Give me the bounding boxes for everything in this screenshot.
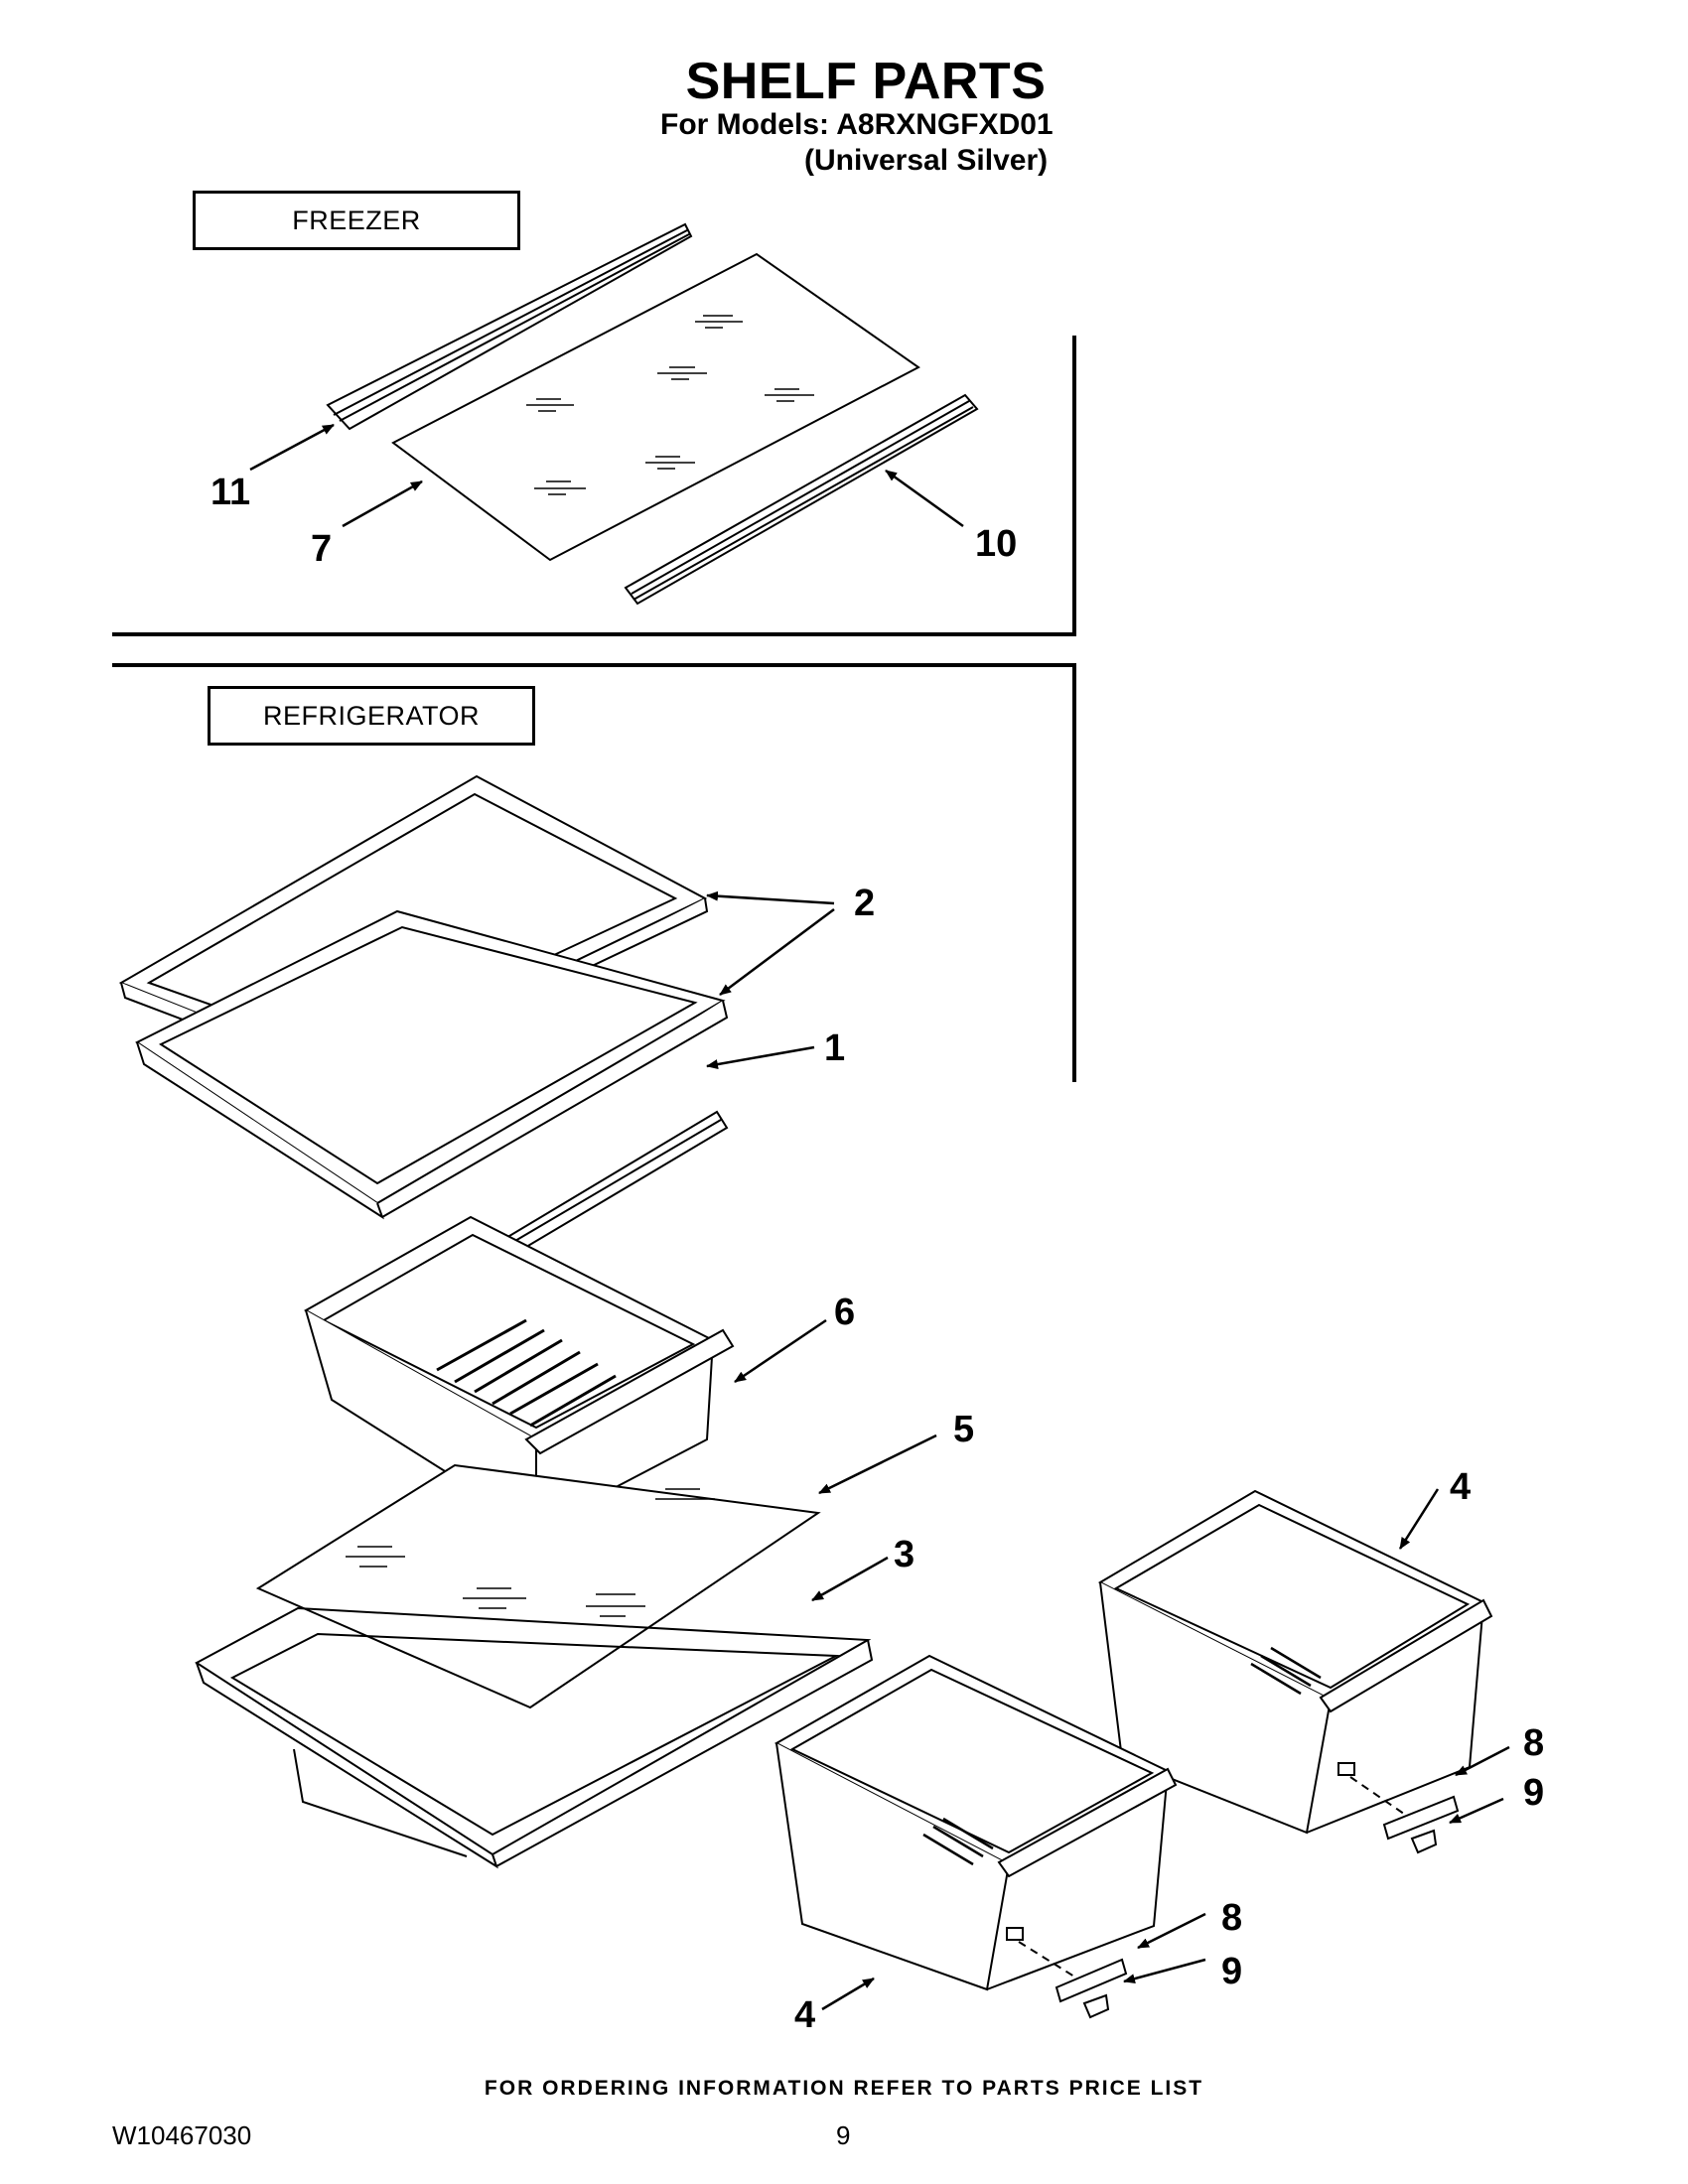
page-number: 9 (836, 2120, 851, 2150)
callout-4-right: 4 (1450, 1466, 1471, 1508)
freezer-front-trim-part-10 (624, 393, 979, 606)
callout-8-left: 8 (1221, 1897, 1242, 1939)
models-line: For Models: A8RXNGFXD01 (660, 108, 1054, 141)
callout-labels: 11 7 10 2 1 6 5 3 4 8 9 8 9 4 (211, 472, 1544, 2036)
freezer-section-frame (112, 336, 1076, 636)
label-holder-left-parts-8-9 (1006, 1927, 1128, 2019)
refrigerator-section-label: REFRIGERATOR (208, 686, 535, 746)
crisper-cover-frame-part-3 (195, 1606, 874, 1869)
callout-4-left: 4 (794, 1994, 815, 2036)
label-holder-right-parts-8-9 (1337, 1762, 1460, 1854)
freezer-section-label: FREEZER (193, 191, 520, 250)
callout-7: 7 (311, 528, 332, 570)
callout-arrows (249, 423, 1510, 2011)
callout-2: 2 (854, 883, 875, 924)
document-number: W10467030 (112, 2120, 252, 2150)
freezer-glass-shelf-part-7 (391, 252, 920, 562)
callout-6: 6 (834, 1292, 855, 1333)
ordering-info-note: FOR ORDERING INFORMATION REFER TO PARTS … (484, 2077, 1204, 2100)
callout-3: 3 (894, 1534, 914, 1575)
callout-5: 5 (953, 1409, 974, 1450)
model-info: For Models: A8RXNGFXD01 (Universal Silve… (660, 107, 1054, 179)
color-line: (Universal Silver) (804, 144, 1049, 177)
callout-1: 1 (824, 1027, 845, 1069)
callout-8-right: 8 (1523, 1722, 1544, 1764)
freezer-rear-trim-part-11 (326, 222, 693, 431)
callout-11: 11 (211, 472, 250, 513)
callout-9-right: 9 (1523, 1772, 1544, 1814)
crisper-drawer-left-part-4 (774, 1654, 1178, 1991)
shelf-frame-part-1 (135, 909, 729, 1255)
crisper-glass-part-5 (255, 1463, 821, 1709)
refrigerator-section-frame (112, 663, 1076, 1082)
callout-9-left: 9 (1221, 1951, 1242, 1992)
page-title: SHELF PARTS (685, 53, 1047, 110)
callout-10: 10 (975, 523, 1017, 565)
